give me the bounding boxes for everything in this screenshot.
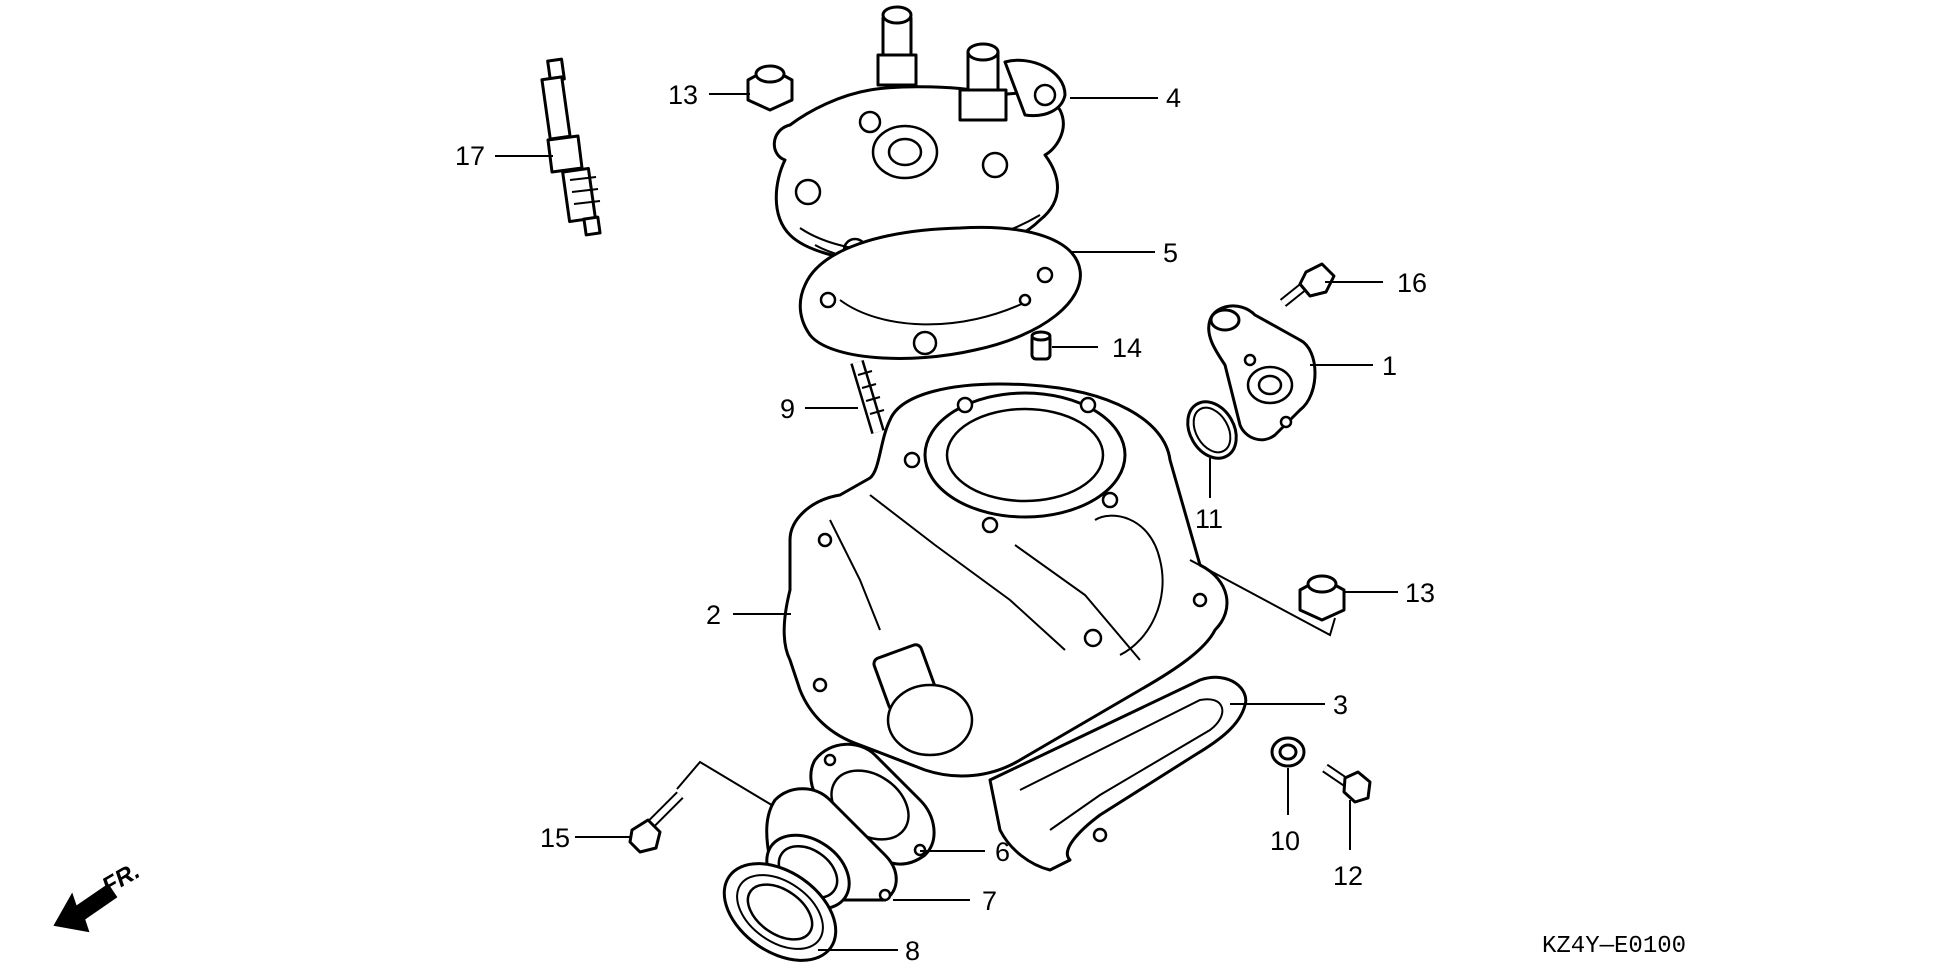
callout-2: 2 bbox=[706, 600, 721, 630]
water-joint bbox=[1207, 304, 1317, 442]
dowel-pin bbox=[1030, 330, 1052, 361]
callout-4: 4 bbox=[1166, 83, 1181, 113]
callout-17: 17 bbox=[455, 141, 485, 171]
reference-line-left bbox=[676, 760, 781, 811]
o-ring bbox=[1186, 400, 1238, 460]
front-direction-indicator: FR. bbox=[53, 857, 144, 933]
cylinder-gasket bbox=[988, 675, 1248, 872]
arrow-left-icon bbox=[53, 883, 118, 933]
callout-13-right: 13 bbox=[1405, 578, 1435, 608]
callout-15: 15 bbox=[540, 823, 570, 853]
callout-5: 5 bbox=[1163, 238, 1178, 268]
cylinder-head bbox=[772, 5, 1067, 265]
callout-12: 12 bbox=[1333, 861, 1363, 891]
callout-16: 16 bbox=[1397, 268, 1427, 298]
callout-7: 7 bbox=[982, 886, 997, 916]
flange-bolt-right bbox=[1322, 763, 1372, 804]
washer bbox=[1270, 736, 1306, 768]
spark-plug bbox=[540, 57, 602, 237]
callout-3: 3 bbox=[1333, 690, 1348, 720]
callout-labels: 17 13 4 5 16 14 1 9 11 13 2 3 10 12 6 15… bbox=[455, 80, 1435, 965]
callout-1: 1 bbox=[1382, 351, 1397, 381]
callout-14: 14 bbox=[1112, 333, 1142, 363]
callout-9: 9 bbox=[780, 394, 795, 424]
flange-bolt-top bbox=[1279, 262, 1336, 307]
cylinder bbox=[782, 382, 1229, 778]
cap-nut-top bbox=[746, 64, 794, 112]
leader-lines bbox=[495, 93, 1398, 951]
callout-13-top: 13 bbox=[668, 80, 698, 110]
callout-11: 11 bbox=[1195, 504, 1223, 534]
callout-8: 8 bbox=[905, 936, 920, 965]
head-gasket bbox=[798, 225, 1082, 360]
flange-bolt-left bbox=[628, 791, 684, 854]
callout-10: 10 bbox=[1270, 826, 1300, 856]
stud-bolt bbox=[850, 359, 885, 435]
diagram-code: KZ4Y—E0100 bbox=[1542, 933, 1686, 960]
band bbox=[722, 862, 838, 962]
callout-6: 6 bbox=[995, 837, 1010, 867]
cap-nut-right bbox=[1298, 574, 1346, 622]
reference-line-right bbox=[1189, 559, 1336, 637]
